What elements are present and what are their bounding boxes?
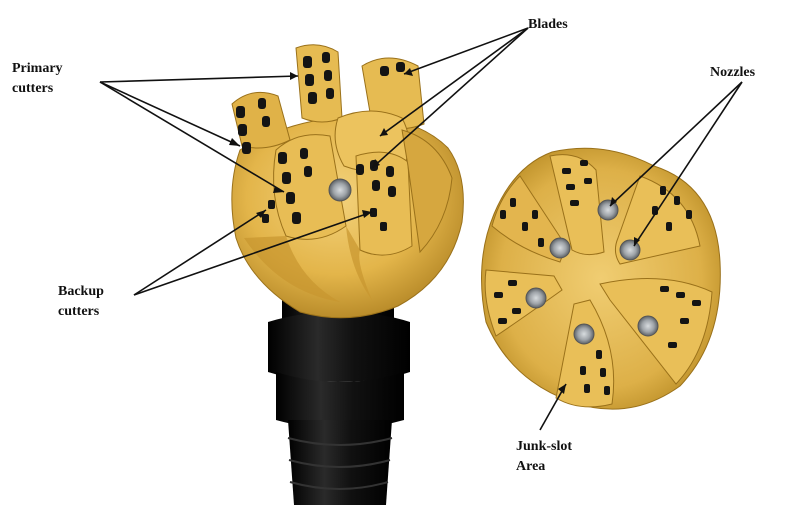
label-junk-slot-line2: Area [516, 459, 545, 474]
face-nozzle-6 [550, 238, 570, 258]
face-view-bit [482, 148, 721, 409]
label-junk-slot-line1: Junk-slot [516, 439, 572, 454]
label-blades: Blades [528, 17, 568, 32]
label-primary-cutters-line2: cutters [12, 81, 54, 96]
leader-blades-1 [404, 28, 528, 74]
face-nozzle-3 [638, 316, 658, 336]
label-backup-cutters-line2: cutters [58, 304, 100, 319]
side-nozzle [329, 179, 351, 201]
blade-front-right [356, 152, 412, 255]
leader-primary-1 [100, 76, 298, 82]
leader-primary-2 [100, 82, 240, 146]
side-view-bit [232, 45, 464, 505]
face-nozzle-5 [526, 288, 546, 308]
bit-shank [268, 290, 410, 505]
face-nozzle-4 [574, 324, 594, 344]
blade-top-left [296, 45, 342, 122]
label-backup-cutters-line1: Backup [58, 284, 104, 299]
label-nozzles: Nozzles [710, 65, 756, 80]
label-primary-cutters-line1: Primary [12, 61, 63, 76]
